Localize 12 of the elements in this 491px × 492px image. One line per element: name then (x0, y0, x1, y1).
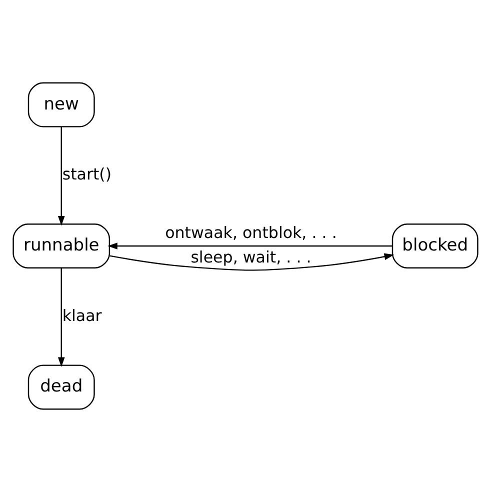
node-box: dead (28, 364, 95, 410)
edge-label: klaar (62, 306, 102, 325)
node-box: runnable (12, 223, 110, 269)
arrow (58, 268, 65, 368)
node-box: new (28, 82, 95, 128)
edge-label: ontwaak, ontblok, . . . (165, 222, 337, 242)
edge-label: start() (62, 164, 112, 184)
arrow (58, 127, 65, 226)
arrow (108, 242, 392, 250)
arrow (110, 253, 394, 271)
edge-label: sleep, wait, . . . (190, 247, 312, 266)
node-box: blocked (392, 223, 478, 269)
